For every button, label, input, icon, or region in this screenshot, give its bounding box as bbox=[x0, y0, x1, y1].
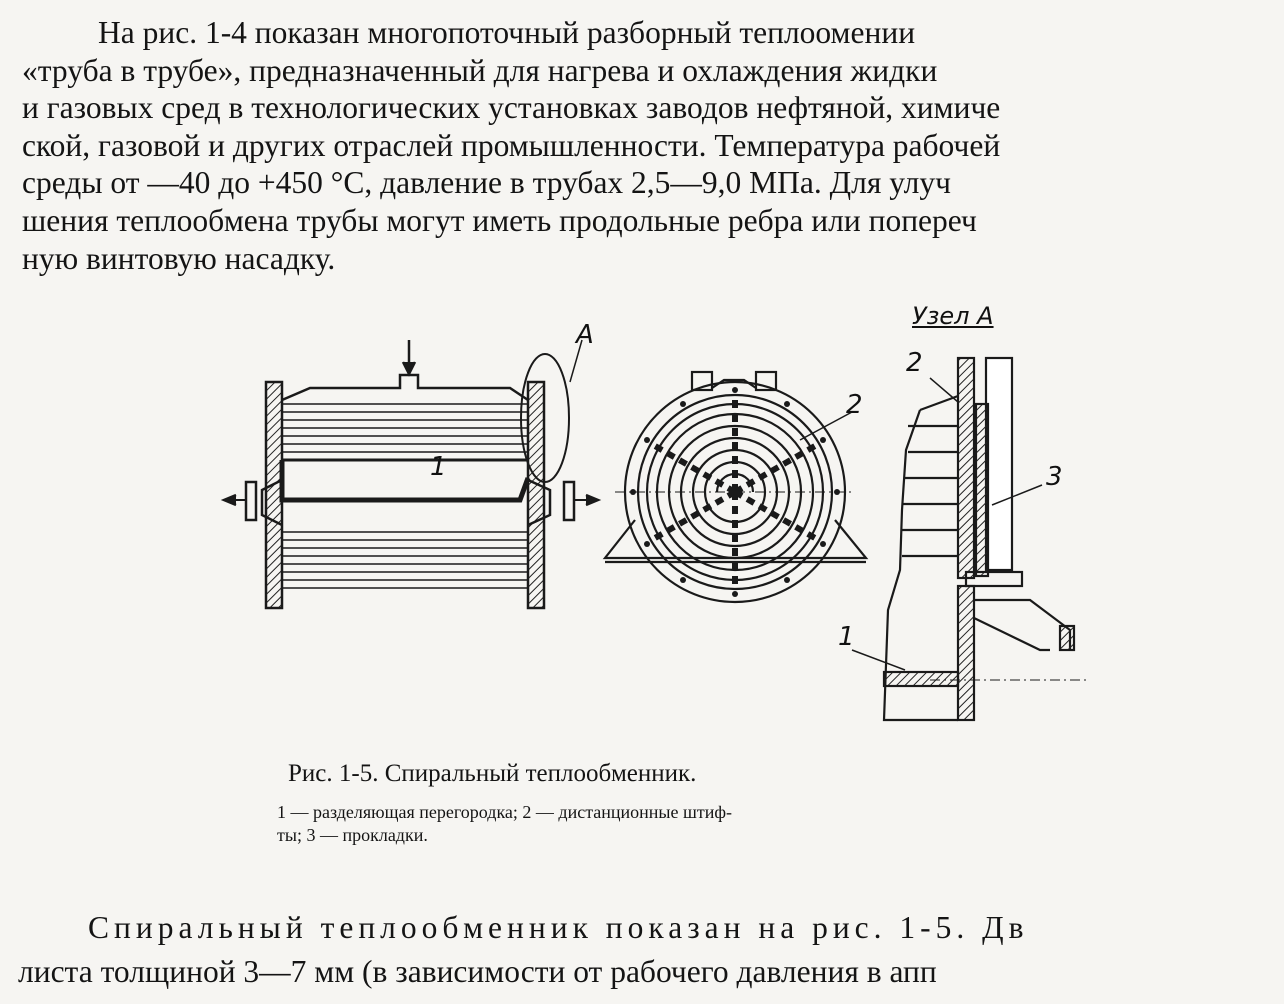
top-paragraph: На рис. 1-4 показан многопоточный разбор… bbox=[22, 14, 1284, 277]
figure-label-a: А bbox=[576, 320, 594, 350]
bottom-paragraph: Спиральный теплообменник показан на рис.… bbox=[18, 906, 1280, 994]
figure-caption: Рис. 1-5. Спиральный теплообменник. bbox=[288, 760, 697, 787]
detail-a-view bbox=[851, 356, 1090, 722]
detail-label-1: 1 bbox=[838, 622, 855, 652]
text-line: На рис. 1-4 показан многопоточный разбор… bbox=[98, 15, 916, 50]
text-line: ской, газовой и других отраслей промышле… bbox=[22, 127, 1001, 163]
figure-label-1: 1 bbox=[430, 452, 447, 482]
text-line: ную винтовую насадку. bbox=[22, 240, 336, 276]
detail-label-2: 2 bbox=[906, 348, 923, 378]
side-view bbox=[220, 339, 602, 610]
technical-drawing bbox=[220, 339, 1090, 722]
detail-a-title: Узел А bbox=[912, 302, 994, 330]
figure-label-2: 2 bbox=[846, 390, 863, 420]
legend-line: ты; 3 — прокладки. bbox=[277, 825, 428, 845]
text-line: шения теплообмена трубы могут иметь прод… bbox=[22, 202, 977, 238]
front-view bbox=[602, 370, 869, 604]
text-line: Спиральный теплообменник показан на рис.… bbox=[88, 910, 1029, 945]
text-line: «труба в трубе», предназначенный для наг… bbox=[22, 52, 938, 88]
text-line: и газовых сред в технологических установ… bbox=[22, 90, 1001, 126]
heat-exchanger-figure: А 1 2 Узел А 2 3 1 bbox=[0, 300, 1284, 740]
text-line: листа толщиной 3—7 мм (в зависимости от … bbox=[18, 954, 937, 989]
figure-legend: 1 — разделяющая перегородка; 2 — дистанц… bbox=[277, 801, 732, 847]
legend-line: 1 — разделяющая перегородка; 2 — дистанц… bbox=[277, 802, 733, 822]
detail-label-3: 3 bbox=[1046, 462, 1063, 492]
text-line: среды от —40 до +450 °С, давление в труб… bbox=[22, 165, 951, 201]
